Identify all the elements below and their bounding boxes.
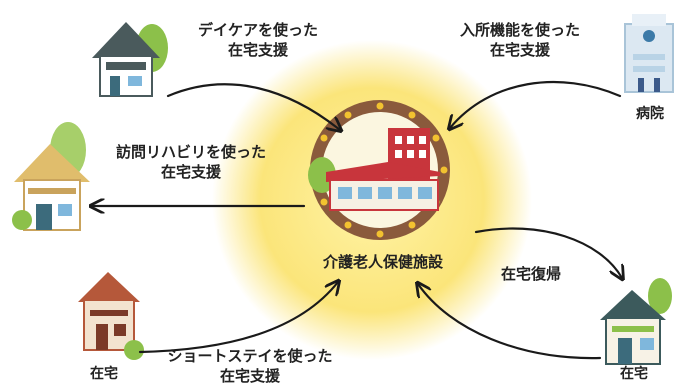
arrow-daycare xyxy=(166,83,340,130)
house-icon xyxy=(12,122,90,231)
center-label: 介護老人保健施設 xyxy=(322,253,443,271)
arrow-nyusho xyxy=(450,80,622,128)
facility-building-icon xyxy=(308,128,440,211)
label-fukki: 在宅復帰 xyxy=(500,265,561,283)
hospital-icon xyxy=(624,14,674,93)
house-icon xyxy=(92,22,168,97)
label-nyusho-line1: 入所機能を使った xyxy=(459,21,580,39)
label-home-left: 在宅 xyxy=(90,366,118,382)
label-houmon: 訪問リハビリを使った 在宅支援 xyxy=(86,142,296,182)
house-icon xyxy=(78,272,144,360)
label-daycare-line2: 在宅支援 xyxy=(227,41,288,59)
arrow-fukki-back xyxy=(418,284,602,360)
label-daycare-line1: デイケアを使った xyxy=(197,21,318,39)
label-shortstay: ショートステイを使った 在宅支援 xyxy=(140,346,360,386)
label-houmon-line2: 在宅支援 xyxy=(160,163,221,181)
label-home-right: 在宅 xyxy=(620,366,648,382)
arrow-fukki-out xyxy=(474,227,622,278)
label-shortstay-line2: 在宅支援 xyxy=(219,367,280,385)
label-shortstay-line1: ショートステイを使った xyxy=(167,347,333,365)
label-houmon-line1: 訪問リハビリを使った xyxy=(115,143,266,161)
house-icon xyxy=(600,278,672,365)
arrow-shortstay xyxy=(138,282,338,354)
label-hospital: 病院 xyxy=(636,106,664,122)
label-daycare: デイケアを使った 在宅支援 xyxy=(168,20,348,60)
label-nyusho: 入所機能を使った 在宅支援 xyxy=(430,20,610,60)
label-nyusho-line2: 在宅支援 xyxy=(489,41,550,59)
